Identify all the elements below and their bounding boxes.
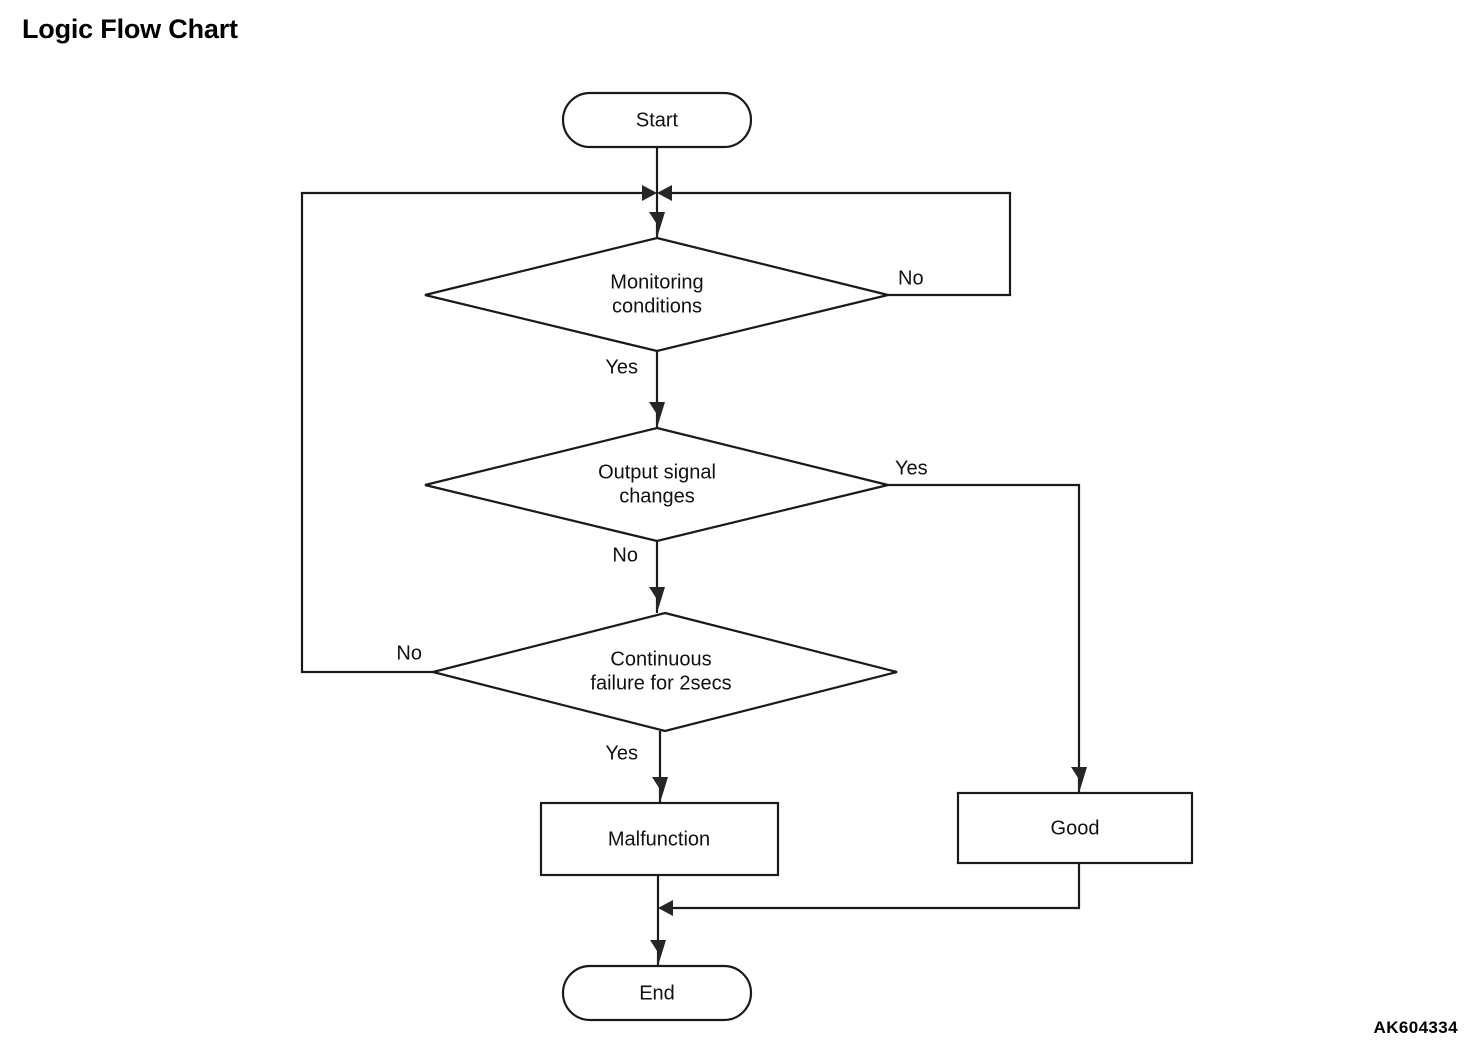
edge-label-continuous-yes: Yes <box>605 742 638 764</box>
figure-reference-code: AK604334 <box>1373 1018 1458 1037</box>
node-continuous-failure-shape <box>432 611 898 733</box>
arrow-into-continuous <box>649 587 665 613</box>
node-output-signal-changes[interactable]: Output signal changes <box>424 426 889 543</box>
node-output-signal-changes-label-line1: Output signal <box>598 461 716 483</box>
node-output-signal-changes-label-line2: changes <box>619 485 695 507</box>
node-monitoring-conditions-shape <box>424 236 889 353</box>
edge-output-yes-to-good <box>888 483 1081 793</box>
edge-continuous-no-feedback <box>300 191 642 674</box>
node-end-shape <box>561 964 753 1022</box>
edge-label-output-no: No <box>612 544 638 566</box>
node-start-shape <box>561 91 753 149</box>
arrow-into-output <box>649 402 665 428</box>
node-malfunction-shape <box>539 801 780 877</box>
edge-label-monitoring-no: No <box>898 267 924 289</box>
node-monitoring-conditions-label-line1: Monitoring <box>610 271 703 293</box>
arrow-merge-into-end-line <box>658 900 673 916</box>
arrow-junction-from-right <box>657 185 672 201</box>
node-output-signal-changes-shape <box>424 426 889 543</box>
node-malfunction-label: Malfunction <box>608 828 710 850</box>
node-monitoring-conditions[interactable]: Monitoring conditions <box>424 236 889 353</box>
node-good-label: Good <box>1051 817 1100 839</box>
node-continuous-failure[interactable]: Continuous failure for 2secs <box>432 611 898 733</box>
node-good[interactable]: Good <box>956 791 1194 865</box>
node-malfunction[interactable]: Malfunction <box>539 801 780 877</box>
arrow-into-end <box>650 940 666 966</box>
node-continuous-failure-label-line2: failure for 2secs <box>590 672 731 694</box>
edge-good-to-end-merge <box>673 863 1081 910</box>
node-start-label: Start <box>636 109 679 131</box>
node-start[interactable]: Start <box>561 91 753 149</box>
arrow-junction-from-left <box>642 185 657 201</box>
node-end[interactable]: End <box>561 964 753 1022</box>
page-title: Logic Flow Chart <box>22 14 238 44</box>
arrow-into-monitoring <box>649 212 665 238</box>
node-good-shape <box>956 791 1194 865</box>
arrow-into-good <box>1071 767 1087 793</box>
node-end-label: End <box>639 982 675 1004</box>
edge-label-output-yes: Yes <box>895 457 928 479</box>
node-monitoring-conditions-label-line2: conditions <box>612 295 702 317</box>
arrow-into-malfunction <box>652 777 668 803</box>
node-continuous-failure-label-line1: Continuous <box>610 648 711 670</box>
edge-monitoring-no-feedback <box>672 191 1012 297</box>
edge-label-monitoring-yes: Yes <box>605 356 638 378</box>
edge-label-continuous-no: No <box>396 642 422 664</box>
